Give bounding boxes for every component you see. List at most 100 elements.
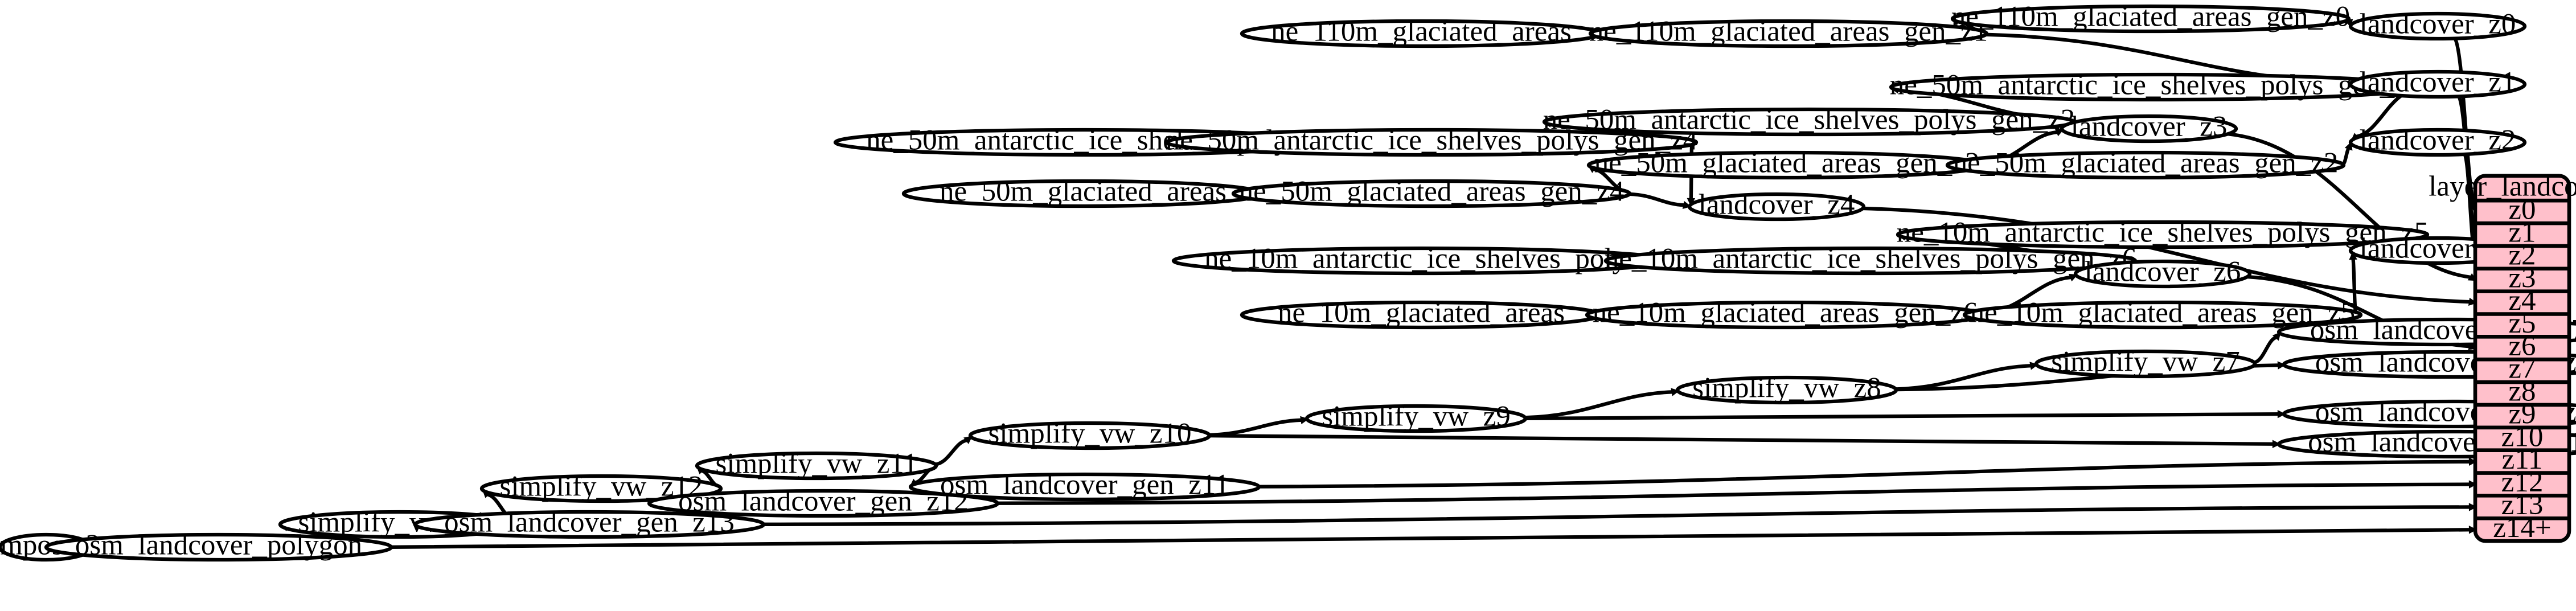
table-row-z0[interactable]: z0 xyxy=(2508,194,2536,226)
node-label: landcover_z4 xyxy=(1699,189,1855,221)
node-ellipse xyxy=(2348,128,2527,157)
arrowhead-icon xyxy=(2277,409,2286,419)
edge-ne-50m-glaciated-areas-gen-z4-to-landcover-z4 xyxy=(1629,192,1684,207)
node-ne-50m-glaciated-areas-gen-z2[interactable]: ne_50m_glaciated_areas_gen_z2 xyxy=(1945,147,2346,180)
node-label: ne_10m_glaciated_areas_gen_z6 xyxy=(1593,297,1978,329)
node-simplify-vw-z11[interactable]: simplify_vw_z11 xyxy=(695,448,938,481)
node-simplify-vw-z9[interactable]: simplify_vw_z9 xyxy=(1305,401,1528,433)
node-landcover-z2[interactable]: landcover_z2 xyxy=(2348,125,2527,157)
node-ellipse xyxy=(968,421,1212,450)
node-ne-10m-glaciated-areas[interactable]: ne_10m_glaciated_areas xyxy=(1240,297,1603,330)
table-row-z5[interactable]: z5 xyxy=(2508,307,2536,339)
node-label: landcover_z2 xyxy=(2360,125,2516,157)
node-ellipse xyxy=(1962,300,2363,330)
arrowhead-icon xyxy=(1300,416,1309,425)
table-row-z7[interactable]: z7 xyxy=(2508,353,2536,385)
node-ne-10m-antarctic-ice-shelves-polys[interactable]: ne_10m_antarctic_ice_shelves_polys xyxy=(1171,243,1671,276)
node-ellipse xyxy=(413,510,766,539)
node-ellipse xyxy=(479,474,723,503)
node-simplify-vw-z7[interactable]: simplify_vw_z7 xyxy=(2034,346,2257,379)
table-row-z8[interactable]: z8 xyxy=(2508,376,2536,408)
node-simplify-vw-z10[interactable]: simplify_vw_z10 xyxy=(968,418,1212,450)
table-row-z10[interactable]: z10 xyxy=(2501,421,2544,453)
node-label: simplify_vw_z9 xyxy=(1322,401,1510,433)
edge-simplify-vw-z9-to-osm-landcover-gen-z9 xyxy=(1525,412,2279,421)
node-label: ne_50m_glaciated_areas_gen_z3 xyxy=(1594,147,1980,179)
edge-ne-50m-glaciated-areas-gen-z2-to-landcover-z2 xyxy=(2341,146,2351,166)
edge-simplify-vw-z10-to-osm-landcover-gen-z10 xyxy=(1209,433,2274,446)
node-ne-50m-glaciated-areas-gen-z4[interactable]: ne_50m_glaciated_areas_gen_z4 xyxy=(1231,176,1632,208)
node-ellipse xyxy=(2348,69,2527,99)
node-label: ne_50m_antarctic_ice_shelves_polys_gen_z… xyxy=(1543,104,2075,136)
edge-simplify-vw-z9-to-simplify-vw-z8 xyxy=(1525,390,1673,420)
node-ellipse xyxy=(2034,349,2257,379)
node-ellipse xyxy=(2073,259,2252,289)
node-ne-110m-glaciated-areas[interactable]: ne_110m_glaciated_areas xyxy=(1240,16,1603,48)
table-row-z14plus[interactable]: z14+ xyxy=(2493,512,2551,544)
table-row-z11[interactable]: z11 xyxy=(2502,444,2543,475)
node-label: simplify_vw_z7 xyxy=(2051,346,2239,378)
node-ne-10m-glaciated-areas-gen-z5[interactable]: ne_10m_glaciated_areas_gen_z5 xyxy=(1962,297,2363,330)
table-row-z6[interactable]: z6 xyxy=(2508,330,2536,362)
node-landcover-z1[interactable]: landcover_z1 xyxy=(2348,67,2527,99)
edge-landcover-z4-to-layer-landcover-z4 xyxy=(1863,206,2470,304)
node-osm-landcover-gen-z13[interactable]: osm_landcover_gen_z13 xyxy=(413,507,766,539)
arrowhead-icon xyxy=(2468,457,2477,466)
node-landcover-z6[interactable]: landcover_z6 xyxy=(2073,256,2252,289)
table-row-z2[interactable]: z2 xyxy=(2508,239,2536,271)
arrowhead-icon xyxy=(2468,480,2477,489)
edge-osm-landcover-gen-z12-to-layer-landcover-z12 xyxy=(997,482,2470,505)
edge-simplify-vw-z7-to-osm-landcover-gen-z7 xyxy=(2253,335,2277,364)
node-landcover-z0[interactable]: landcover_z0 xyxy=(2348,9,2527,41)
node-ellipse xyxy=(1305,404,1528,433)
node-landcover-z4[interactable]: landcover_z4 xyxy=(1687,189,1866,222)
node-label: landcover_z1 xyxy=(2360,67,2516,99)
table-row-z12[interactable]: z12 xyxy=(2501,466,2544,498)
node-ellipse xyxy=(1164,128,1699,157)
node-label: landcover_z6 xyxy=(2085,256,2241,288)
node-ne-50m-antarctic-ice-shelves-polys-gen-z3[interactable]: ne_50m_antarctic_ice_shelves_polys_gen_z… xyxy=(1542,104,2076,137)
node-ne-110m-glaciated-areas-gen-z1[interactable]: ne_110m_glaciated_areas_gen_z1 xyxy=(1588,16,1989,48)
node-label: ne_10m_glaciated_areas_gen_z5 xyxy=(1970,297,2356,329)
table-row-z1[interactable]: z1 xyxy=(2508,217,2536,249)
node-ne-50m-antarctic-ice-shelves-polys-gen-z2[interactable]: ne_50m_antarctic_ice_shelves_polys_gen_z… xyxy=(1889,69,2423,102)
node-ellipse xyxy=(695,451,938,481)
node-label: ne_110m_glaciated_areas_gen_z1 xyxy=(1589,16,1988,48)
node-simplify-vw-z8[interactable]: simplify_vw_z8 xyxy=(1675,372,1898,405)
node-osm-landcover-gen-z11[interactable]: osm_landcover_gen_z11 xyxy=(908,469,1261,502)
node-ellipse xyxy=(1687,192,1866,222)
arrowhead-icon xyxy=(2468,503,2477,511)
node-ne-50m-glaciated-areas[interactable]: ne_50m_glaciated_areas xyxy=(901,176,1265,208)
table-row-z9[interactable]: z9 xyxy=(2508,398,2536,430)
layer-landcover-table[interactable]: layer_landcoverz0z1z2z3z4z5z6z7z8z9z10z1… xyxy=(2429,171,2576,544)
node-ellipse xyxy=(1896,220,2430,249)
edge-ne-10m-glaciated-areas-gen-z5-to-landcover-z5 xyxy=(2351,258,2357,313)
node-osm-landcover-gen-z12[interactable]: osm_landcover_gen_z12 xyxy=(647,486,1000,518)
node-label: ne_10m_antarctic_ice_shelves_polys_gen_z… xyxy=(1897,217,2429,249)
node-label: landcover_z3 xyxy=(2071,111,2228,143)
node-label: ne_50m_glaciated_areas_gen_z4 xyxy=(1239,176,1625,208)
node-label: osm_landcover_gen_z11 xyxy=(940,469,1229,501)
table-row-z13[interactable]: z13 xyxy=(2501,489,2544,521)
node-ne-110m-glaciated-areas-gen-z0[interactable]: ne_110m_glaciated_areas_gen_z0 xyxy=(1950,1,2351,34)
arrowhead-icon xyxy=(963,436,973,444)
arrowhead-icon xyxy=(2277,361,2286,370)
node-landcover-z3[interactable]: landcover_z3 xyxy=(2060,111,2238,143)
node-ellipse xyxy=(1950,4,2351,34)
table-row-z3[interactable]: z3 xyxy=(2508,262,2536,294)
node-label: ne_50m_glaciated_areas xyxy=(940,176,1227,208)
node-label: landcover_z0 xyxy=(2360,9,2516,40)
node-label: ne_110m_glaciated_areas_gen_z0 xyxy=(1951,1,2350,33)
node-label: simplify_vw_z8 xyxy=(1692,372,1881,404)
arrowhead-icon xyxy=(2468,297,2477,306)
edge-landcover-z1-to-layer-landcover-z1 xyxy=(2457,95,2476,230)
nodes-layer: imposm3osm_landcover_polygonsimplify_vw_… xyxy=(0,1,2576,562)
node-ne-10m-glaciated-areas-gen-z6[interactable]: ne_10m_glaciated_areas_gen_z6 xyxy=(1585,297,1986,330)
layer-landcover-table-header: layer_landcover xyxy=(2429,171,2576,203)
table-row-z4[interactable]: z4 xyxy=(2508,285,2536,317)
node-label: simplify_vw_z11 xyxy=(715,448,917,480)
node-label: ne_50m_glaciated_areas_gen_z2 xyxy=(1953,147,2339,179)
node-ne-10m-antarctic-ice-shelves-polys-gen-z5[interactable]: ne_10m_antarctic_ice_shelves_polys_gen_z… xyxy=(1896,217,2430,249)
node-label: ne_110m_glaciated_areas xyxy=(1271,16,1572,48)
node-label: ne_10m_antarctic_ice_shelves_polys_gen_z… xyxy=(1605,243,2137,275)
